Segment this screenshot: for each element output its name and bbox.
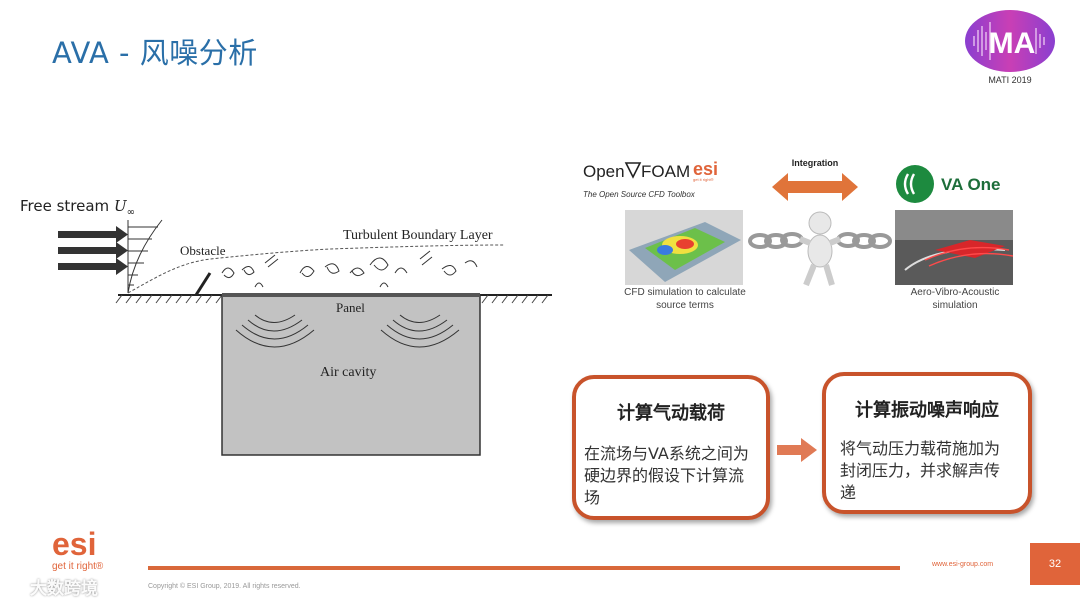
cfd-caption: CFD simulation to calculate source terms: [605, 286, 765, 312]
va-simulation-image: [895, 210, 1013, 285]
esi-logo-text: esi: [52, 526, 96, 562]
turbulent-boundary-layer-diagram: Obstacle Turbulent Boundary Layer Panel …: [50, 215, 560, 460]
air-cavity-label: Air cavity: [320, 365, 376, 380]
panel-label: Panel: [336, 300, 365, 315]
va-caption: Aero-Vibro-Acoustic simulation: [880, 286, 1030, 312]
cfd-caption-line2: source terms: [605, 299, 765, 312]
esi-group-logo: esi get it right®: [50, 523, 130, 578]
va-one-logo: VA One: [895, 160, 1025, 205]
obstacle-label: Obstacle: [180, 243, 226, 258]
va-one-text: VA One: [941, 175, 1001, 194]
esi-small-logo: esi: [693, 159, 718, 179]
va-caption-line2: simulation: [880, 299, 1030, 312]
compute-vibro-acoustic-response-box: 计算振动噪声响应 将气动压力载荷施加为封闭压力，并求解声传递: [822, 372, 1032, 514]
turbulent-boundary-layer-label: Turbulent Boundary Layer: [343, 228, 493, 243]
box-left-body: 在流场与VA系统之间为硬边界的假设下计算流场: [576, 443, 766, 509]
box-right-body: 将气动压力载荷施加为封闭压力，并求解声传递: [826, 438, 1028, 504]
integration-double-arrow: Integration: [770, 155, 860, 205]
compute-aero-load-box: 计算气动载荷 在流场与VA系统之间为硬边界的假设下计算流场: [572, 375, 770, 520]
mati-caption: MATI 2019: [988, 75, 1031, 85]
esi-small-tagline: get it right®: [693, 177, 714, 182]
esi-tagline: get it right®: [52, 561, 104, 572]
box-left-title: 计算气动载荷: [576, 399, 766, 425]
cfd-caption-line1: CFD simulation to calculate: [605, 286, 765, 299]
chain-figure-image: [748, 205, 893, 290]
footer-divider: [148, 566, 900, 570]
integration-label: Integration: [792, 158, 839, 168]
free-stream-text: Free stream: [20, 197, 109, 215]
openfoam-logo: Open FOAM esi get it right® The Open Sou…: [583, 157, 743, 202]
openfoam-foam-text: FOAM: [641, 162, 690, 181]
mati-letters: MA: [989, 27, 1036, 60]
free-stream-symbol: U: [114, 197, 127, 215]
cfd-simulation-image: [625, 210, 743, 285]
va-caption-line1: Aero-Vibro-Acoustic: [880, 286, 1030, 299]
website-link[interactable]: www.esi-group.com: [932, 561, 993, 568]
obstacle-plate: [196, 273, 210, 295]
openfoam-tagline: The Open Source CFD Toolbox: [583, 190, 696, 199]
nabla-icon: [626, 163, 640, 177]
copyright-text: Copyright © ESI Group, 2019. All rights …: [148, 583, 301, 590]
velocity-profile: [128, 220, 162, 293]
box-right-title: 计算振动噪声响应: [826, 396, 1028, 422]
watermark: 大数跨境: [30, 574, 98, 599]
page-title: AVA - 风噪分析: [52, 30, 258, 72]
page-number: 32: [1030, 543, 1080, 585]
mati-2019-logo: MA MATI 2019: [960, 8, 1060, 88]
process-arrow: [775, 437, 819, 463]
openfoam-text: Open: [583, 162, 625, 181]
turbulent-eddies: [222, 251, 477, 287]
free-stream-arrows: [58, 226, 128, 275]
